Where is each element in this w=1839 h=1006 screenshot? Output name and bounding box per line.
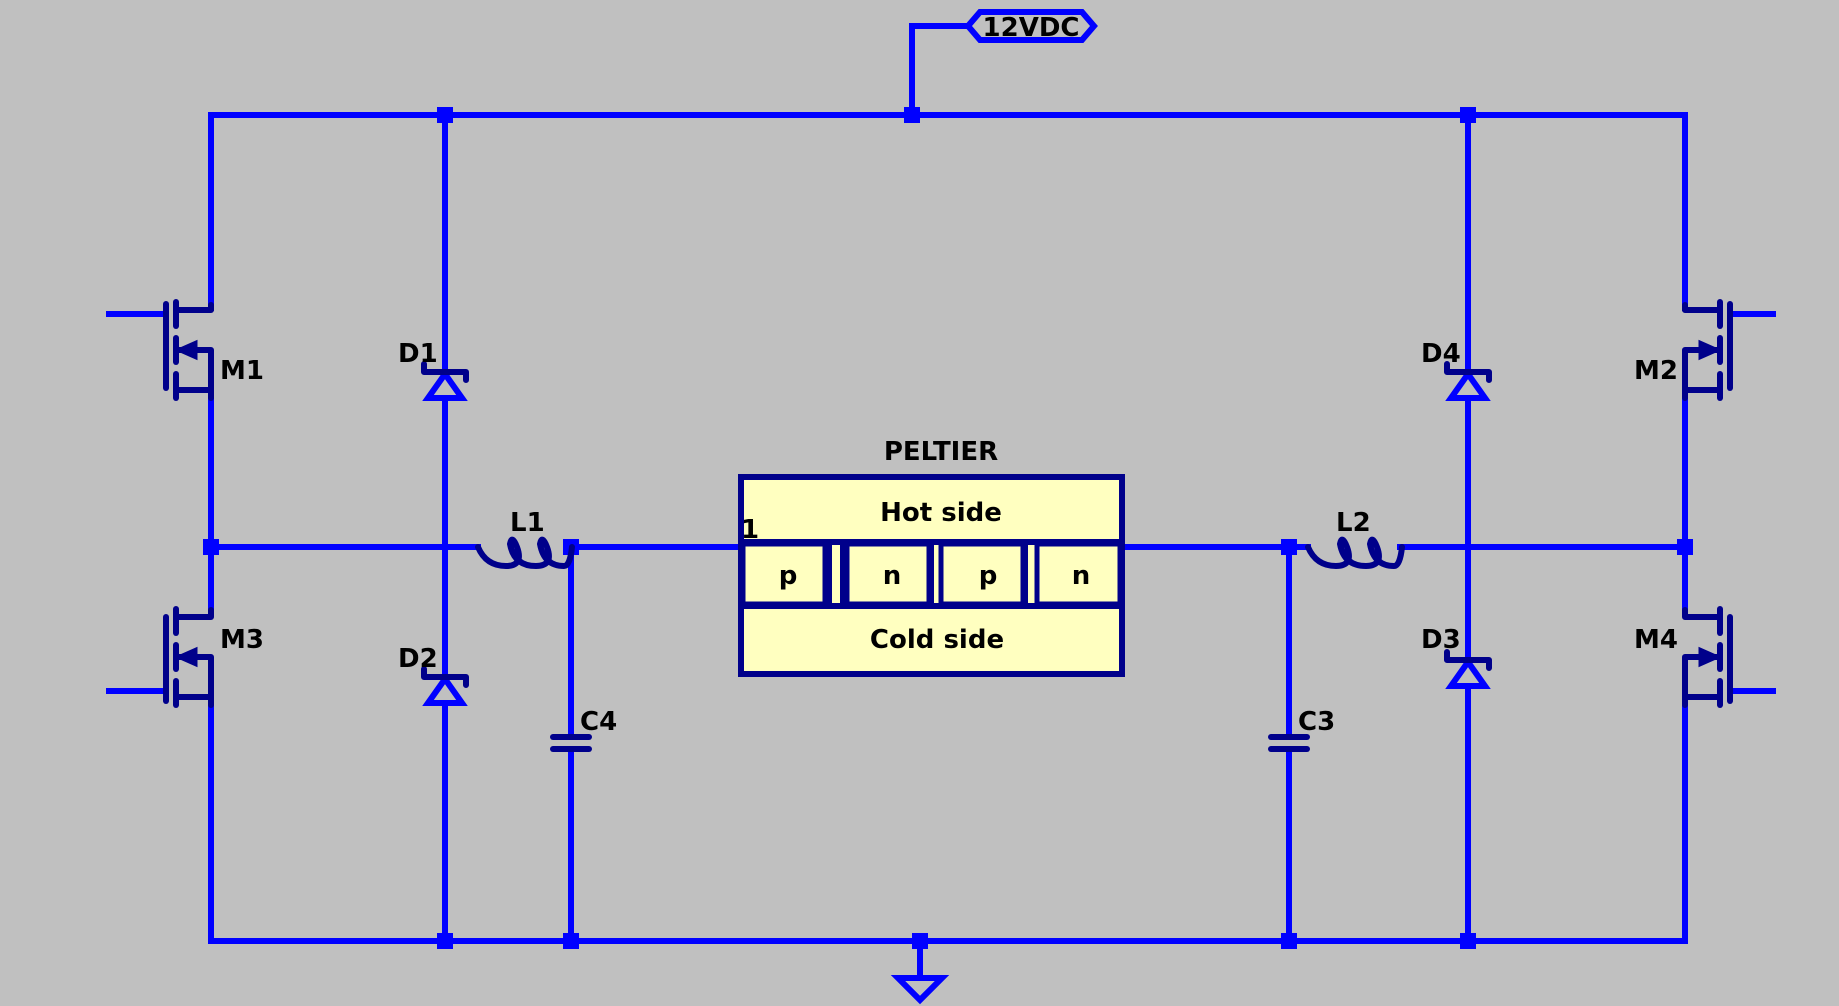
- junction-dot: [563, 933, 579, 949]
- diode-triangle-icon: [422, 368, 468, 401]
- ground-symbol[interactable]: [890, 975, 950, 1005]
- diode-cathode-bar: [1444, 361, 1492, 383]
- peltier-cell-gap: [1023, 542, 1028, 606]
- ground-icon: [890, 975, 950, 1005]
- diode-cathode-bar: [1444, 649, 1492, 671]
- inductor-l2[interactable]: L2: [1305, 508, 1405, 569]
- capacitor-c4[interactable]: C4: [550, 707, 617, 752]
- mosfet-ref: M3: [220, 625, 264, 655]
- supply-flag[interactable]: 12VDC: [964, 9, 1098, 43]
- mosfet-m3[interactable]: M3: [163, 606, 264, 708]
- mosfet-m4[interactable]: M4: [1634, 606, 1733, 708]
- source-lead: [1682, 387, 1723, 401]
- drain-lead: [173, 607, 214, 620]
- junction-dot: [1281, 539, 1297, 555]
- diode-d2[interactable]: D2: [398, 644, 469, 706]
- diode-cathode-bar: [421, 361, 469, 383]
- inductor-ref: L2: [1336, 508, 1371, 538]
- drain-lead: [1682, 607, 1723, 620]
- peltier-cell: [1034, 541, 1123, 607]
- diode-triangle-icon: [1445, 656, 1491, 689]
- source-lead: [1682, 694, 1723, 708]
- peltier-cell-gap: [929, 542, 934, 606]
- body-arrow-icon: [1698, 339, 1722, 361]
- peltier-cell-gap: [825, 542, 832, 606]
- supply-flag-shape: [964, 9, 1098, 43]
- junctions: [203, 107, 1693, 949]
- body-arrow-icon: [174, 646, 198, 668]
- mosfet-ref: M4: [1634, 625, 1678, 655]
- source-lead: [173, 694, 214, 708]
- junction-dot: [1460, 933, 1476, 949]
- inductor-l1[interactable]: L1: [475, 508, 575, 569]
- peltier-cold-side: Cold side: [870, 625, 1004, 655]
- junction-dot: [904, 107, 920, 123]
- drain-lead: [1682, 302, 1723, 313]
- peltier-module[interactable]: PELTIER Hot side Cold side p n p n 1: [738, 437, 1125, 677]
- peltier-cell-label: p: [779, 561, 798, 591]
- mosfet-ref: M1: [220, 356, 264, 386]
- source-lead: [173, 387, 214, 401]
- capacitor-ref: C3: [1298, 707, 1335, 737]
- mosfet-m1[interactable]: M1: [163, 299, 264, 401]
- supply-wire[interactable]: [909, 23, 968, 118]
- peltier-hot-side: Hot side: [880, 498, 1002, 528]
- supply-label: 12VDC: [983, 13, 1080, 43]
- peltier-cell-label: n: [1072, 561, 1091, 591]
- peltier-cell-label: n: [883, 561, 902, 591]
- diode-d3[interactable]: D3: [1421, 625, 1492, 689]
- junction-dot: [912, 933, 928, 949]
- peltier-pin-label: 1: [741, 515, 759, 545]
- inductor-ref: L1: [510, 508, 545, 538]
- diode-triangle-icon: [1445, 368, 1491, 401]
- junction-dot: [1460, 107, 1476, 123]
- mosfet-m2[interactable]: M2: [1634, 299, 1733, 401]
- peltier-title: PELTIER: [884, 437, 998, 467]
- junction-dot: [1677, 539, 1693, 555]
- diode-cathode-bar: [421, 666, 469, 688]
- peltier-cell: [938, 541, 1026, 607]
- diode-ref: D3: [1421, 625, 1461, 655]
- junction-dot: [437, 107, 453, 123]
- drain-lead: [173, 302, 214, 313]
- wires: [106, 23, 1776, 978]
- capacitor-ref: C4: [580, 707, 617, 737]
- inductor-coil-icon: [1305, 536, 1405, 569]
- peltier-cell: [740, 541, 828, 607]
- junction-dot: [437, 933, 453, 949]
- junction-dot: [203, 539, 219, 555]
- peltier-cell-gap: [840, 542, 847, 606]
- diode-ref: D1: [398, 339, 438, 369]
- diode-d4[interactable]: D4: [1421, 339, 1492, 401]
- body-arrow-icon: [174, 339, 198, 361]
- body-arrow-icon: [1698, 646, 1722, 668]
- inductor-coil-icon: [475, 536, 575, 569]
- diode-ref: D4: [1421, 339, 1461, 369]
- peltier-cell-label: p: [979, 561, 998, 591]
- capacitor-c3[interactable]: C3: [1268, 707, 1335, 752]
- mosfet-ref: M2: [1634, 356, 1678, 386]
- diode-d1[interactable]: D1: [398, 339, 469, 401]
- junction-dot: [1281, 933, 1297, 949]
- diode-ref: D2: [398, 644, 438, 674]
- diode-triangle-icon: [422, 673, 468, 706]
